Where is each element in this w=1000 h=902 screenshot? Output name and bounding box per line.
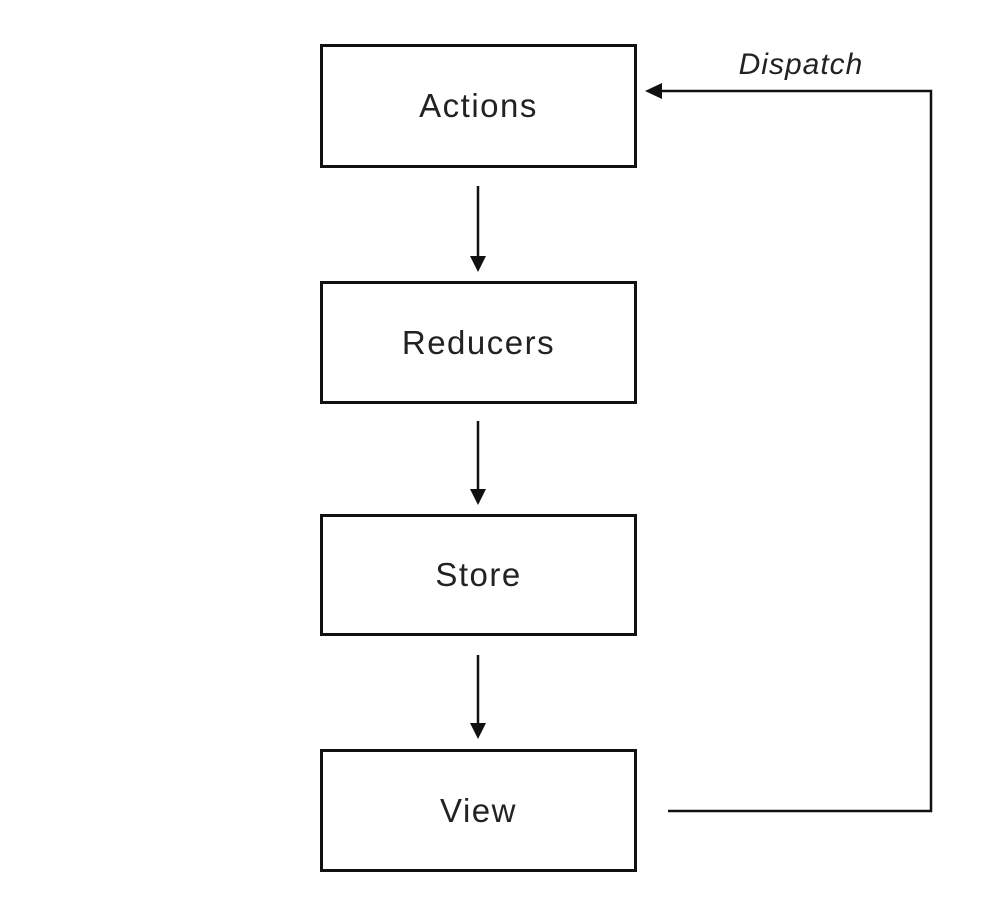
arrow-store-to-view — [470, 655, 486, 739]
dispatch-edge-label: Dispatch — [738, 48, 864, 81]
arrow-actions-to-reducers — [470, 186, 486, 272]
node-actions-label: Actions — [419, 87, 538, 124]
node-view-label: View — [440, 791, 517, 829]
node-view: View — [320, 749, 637, 872]
node-store-label: Store — [435, 556, 522, 593]
node-store: Store — [320, 514, 637, 636]
node-actions: Actions — [320, 44, 637, 168]
arrow-view-to-actions-dispatch-loop — [645, 83, 933, 813]
node-reducers: Reducers — [320, 281, 637, 404]
node-reducers-label: Reducers — [401, 323, 556, 361]
arrow-reducers-to-store — [470, 421, 486, 505]
